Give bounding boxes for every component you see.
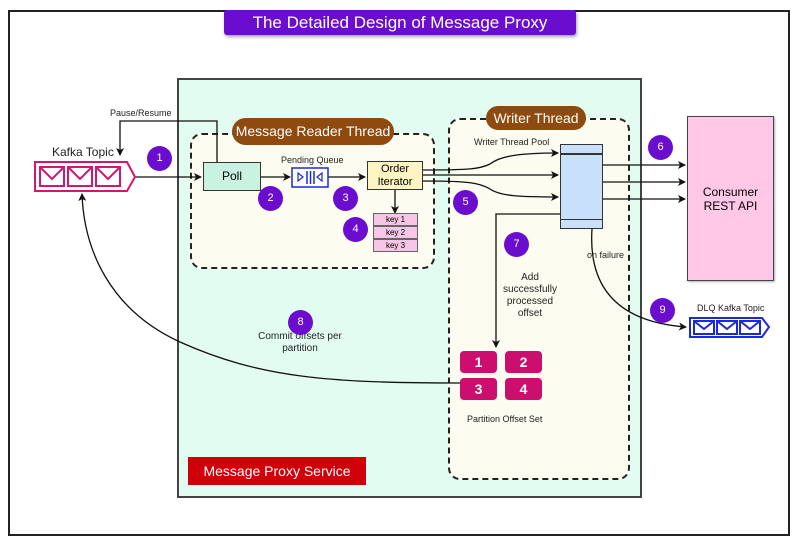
add-offset-line: successfully xyxy=(503,284,557,295)
order-iterator-node: Order Iterator xyxy=(367,161,423,190)
step-badge-5: 5 xyxy=(453,190,478,215)
partition-offset-set-label: Partition Offset Set xyxy=(467,414,543,424)
key-cell: key 1 xyxy=(373,213,418,226)
partition-offset-cell: 3 xyxy=(460,378,497,400)
kafka-topic-icon xyxy=(34,161,137,192)
step-badge-4: 4 xyxy=(343,217,368,242)
step-badge-6: 6 xyxy=(648,135,673,160)
writer-thread-pool-label: Writer Thread Pool xyxy=(474,137,550,147)
arrow-commit-to-kafka xyxy=(78,193,461,384)
add-offset-line: offset xyxy=(517,308,543,319)
partition-offset-cell: 1 xyxy=(460,351,497,373)
arrow-order-to-pool-3 xyxy=(422,180,559,201)
arrow-pool-to-dlq xyxy=(591,228,687,331)
step-badge-1: 1 xyxy=(147,146,172,171)
pool-divider xyxy=(561,153,602,155)
poll-node: Poll xyxy=(203,162,261,191)
commit-offsets-line: Commit offsets per xyxy=(258,331,342,342)
step-badge-2: 2 xyxy=(258,186,283,211)
step-badge-3: 3 xyxy=(333,186,358,211)
step-badge-8: 8 xyxy=(288,310,313,335)
consumer-rest-api-node: Consumer REST API xyxy=(687,116,774,281)
pool-divider xyxy=(561,218,602,220)
commit-offsets-line: partition xyxy=(282,343,318,354)
add-offset-line: processed xyxy=(506,296,554,307)
add-offset-line: Add xyxy=(521,272,539,283)
arrow-pool-to-partition-offsets xyxy=(492,213,560,348)
message-reader-thread-label: Message Reader Thread xyxy=(232,118,394,145)
commit-offsets-label: Commit offsets per partition xyxy=(245,331,355,355)
pending-queue-icon xyxy=(291,167,329,188)
key-cell: key 3 xyxy=(373,239,418,252)
writer-thread-pool-node xyxy=(560,144,603,229)
dlq-topic-icon xyxy=(689,317,771,338)
pause-resume-label: Pause/Resume xyxy=(110,108,172,118)
kafka-topic-label: Kafka Topic xyxy=(52,145,114,159)
message-proxy-service-label: Message Proxy Service xyxy=(188,457,366,485)
order-iterator-label-line1: Order xyxy=(380,163,410,175)
key-cell: key 2 xyxy=(373,226,418,239)
pending-queue-label: Pending Queue xyxy=(281,155,344,165)
step-badge-7: 7 xyxy=(504,232,529,257)
step-badge-9: 9 xyxy=(650,298,675,323)
consumer-label-line2: REST API xyxy=(703,199,758,213)
consumer-label-line1: Consumer xyxy=(702,185,759,199)
partition-offset-cell: 4 xyxy=(505,378,542,400)
partition-offset-cell: 2 xyxy=(505,351,542,373)
order-iterator-label-line2: Iterator xyxy=(377,176,413,188)
arrow-pause-resume xyxy=(116,120,218,162)
dlq-topic-label: DLQ Kafka Topic xyxy=(697,303,765,313)
on-failure-label: on failure xyxy=(587,250,625,260)
add-offset-label: Add successfully processed offset xyxy=(495,272,565,320)
diagram-title: The Detailed Design of Message Proxy Ser… xyxy=(224,10,576,57)
arrow-order-to-pool-1 xyxy=(422,149,559,171)
writer-thread-label: Writer Thread xyxy=(486,106,586,130)
